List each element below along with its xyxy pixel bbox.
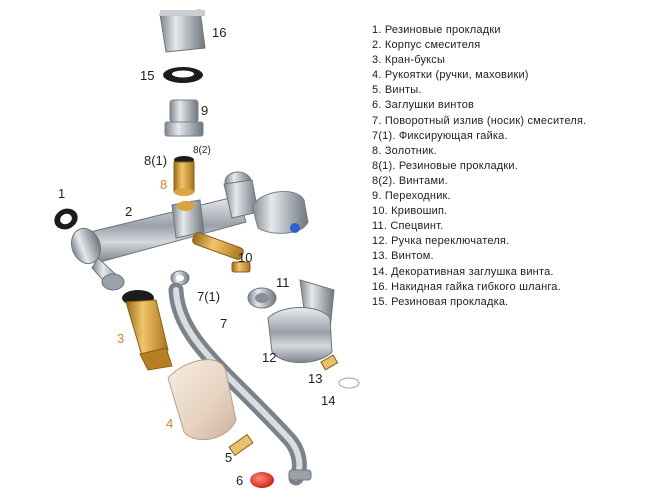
part-9-adapter: [164, 99, 204, 137]
callout-9: 9: [201, 103, 208, 118]
part-14-decorative-cap: [338, 377, 360, 389]
legend-item: 10. Кривошип.: [372, 205, 448, 218]
callout-2: 2: [125, 204, 132, 219]
callout-10: 10: [238, 250, 252, 265]
legend-item: 16. Накидная гайка гибкого шланга.: [372, 280, 561, 293]
callout-8: 8: [160, 177, 167, 192]
legend-item: 9. Переходник.: [372, 190, 451, 203]
part-8-spool: [173, 156, 195, 196]
part-16-union-nut: [159, 9, 206, 53]
legend-item: 5. Винты.: [372, 84, 422, 97]
part-11-special-screw: [247, 287, 277, 309]
legend-item: 7(1). Фиксирующая гайка.: [372, 129, 508, 142]
legend-item: 8(2). Винтами.: [372, 174, 448, 187]
legend-item: 14. Декоративная заглушка винта.: [372, 265, 554, 278]
callout-5: 5: [225, 450, 232, 465]
part-7-swivel-spout: [168, 282, 312, 486]
part-4-handle-right: [251, 190, 309, 234]
legend-item: 15. Резиновая прокладка.: [372, 295, 509, 308]
legend-item: 12. Ручка переключателя.: [372, 235, 510, 248]
callout-13: 13: [308, 371, 322, 386]
part-3-crane-box: [122, 290, 173, 371]
part-10-crank: [192, 232, 251, 273]
legend-item: 11. Спецвинт.: [372, 220, 444, 233]
callout-4: 4: [166, 416, 173, 431]
callout-1: 1: [58, 186, 65, 201]
legend-item: 6. Заглушки винтов: [372, 99, 475, 112]
callout-14: 14: [321, 393, 335, 408]
legend-item: 4. Рукоятки (ручки, маховики): [372, 69, 529, 82]
callout-11: 11: [276, 275, 290, 290]
part-6-screw-cap: [250, 472, 274, 488]
legend-item: 7. Поворотный излив (носик) смесителя.: [372, 114, 587, 127]
part-12-switch-handle: [267, 279, 335, 363]
legend-item: 1. Резиновые прокладки: [372, 24, 501, 36]
callout-7: 7: [220, 316, 227, 331]
legend-item: 3. Кран-буксы: [372, 54, 446, 67]
callout-15: 15: [140, 68, 154, 83]
callout-6: 6: [236, 473, 243, 488]
part-13-screw: [320, 354, 339, 371]
callout-7-1: 7(1): [197, 289, 220, 304]
callout-12: 12: [262, 350, 276, 365]
part-1-rubber-gasket: [54, 208, 78, 230]
parts-legend: 1. Резиновые прокладки 2. Корпус смесител…: [372, 23, 586, 310]
legend-item: 13. Винтом.: [372, 250, 434, 263]
legend-item: 2. Корпус смесителя: [372, 39, 481, 52]
legend-item: 8(1). Резиновые прокладки.: [372, 159, 519, 172]
legend-item: 8. Золотник.: [372, 144, 437, 157]
part-2-mixer-body: [70, 171, 259, 291]
callout-3: 3: [117, 331, 124, 346]
callout-16: 16: [212, 25, 226, 40]
part-15-rubber-gasket: [163, 67, 203, 83]
part-5-screw: [228, 433, 254, 457]
part-4-handle-left: [167, 359, 237, 441]
callout-8-1: 8(1): [144, 153, 167, 168]
callout-8-2: 8(2): [193, 145, 211, 156]
